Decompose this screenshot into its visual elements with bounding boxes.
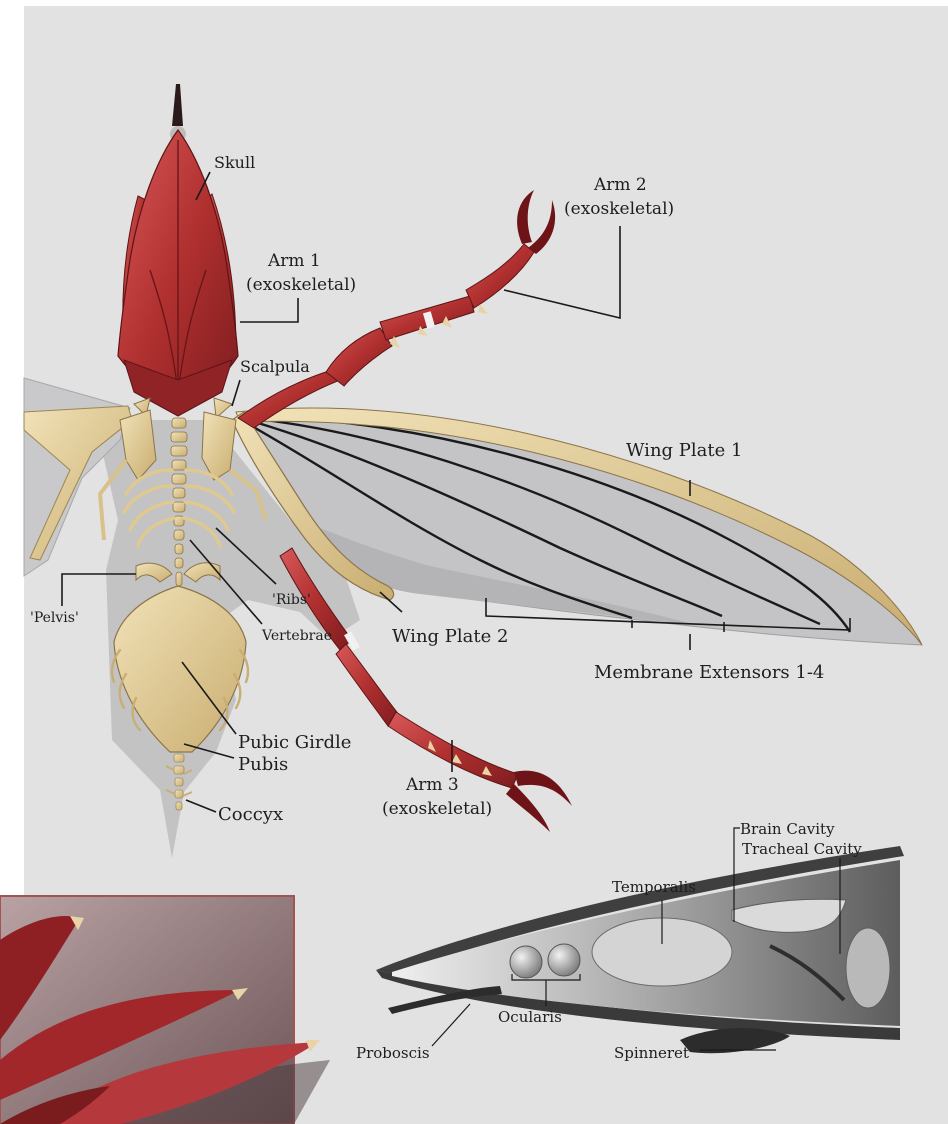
label-spinneret: Spinneret xyxy=(614,1044,689,1062)
label-arm1-name: Arm 1 xyxy=(267,251,321,271)
label-pubis: Pubis xyxy=(238,754,288,775)
ocularis-eye-1 xyxy=(510,946,542,978)
label-arm3-name: Arm 3 xyxy=(405,775,459,795)
label-coccyx: Coccyx xyxy=(218,804,283,825)
label-vertebrae: Vertebrae xyxy=(261,628,332,644)
inset-muscle-closeup xyxy=(0,896,330,1124)
label-arm3-note: (exoskeletal) xyxy=(382,799,492,819)
label-pubic-girdle: Pubic Girdle xyxy=(238,732,351,753)
label-wing-plate-2: Wing Plate 2 xyxy=(392,626,508,647)
label-brain-cavity: Brain Cavity xyxy=(740,820,835,838)
label-membrane-extensors: Membrane Extensors 1-4 xyxy=(594,662,824,683)
label-skull: Skull xyxy=(214,153,255,172)
label-pelvis: 'Pelvis' xyxy=(30,610,79,626)
head-lobe xyxy=(846,928,890,1008)
label-proboscis: Proboscis xyxy=(356,1044,430,1062)
label-wing-plate-1: Wing Plate 1 xyxy=(626,440,742,461)
label-scalpula: Scalpula xyxy=(240,357,310,376)
label-temporalis: Temporalis xyxy=(612,878,696,896)
label-arm1-note: (exoskeletal) xyxy=(246,275,356,295)
label-tracheal-cavity: Tracheal Cavity xyxy=(742,840,862,858)
label-ocularis: Ocularis xyxy=(498,1008,562,1026)
label-ribs: 'Ribs' xyxy=(272,592,311,608)
label-arm2-name: Arm 2 xyxy=(593,175,647,195)
ocularis-eye-2 xyxy=(548,944,580,976)
label-arm2-note: (exoskeletal) xyxy=(564,199,674,219)
